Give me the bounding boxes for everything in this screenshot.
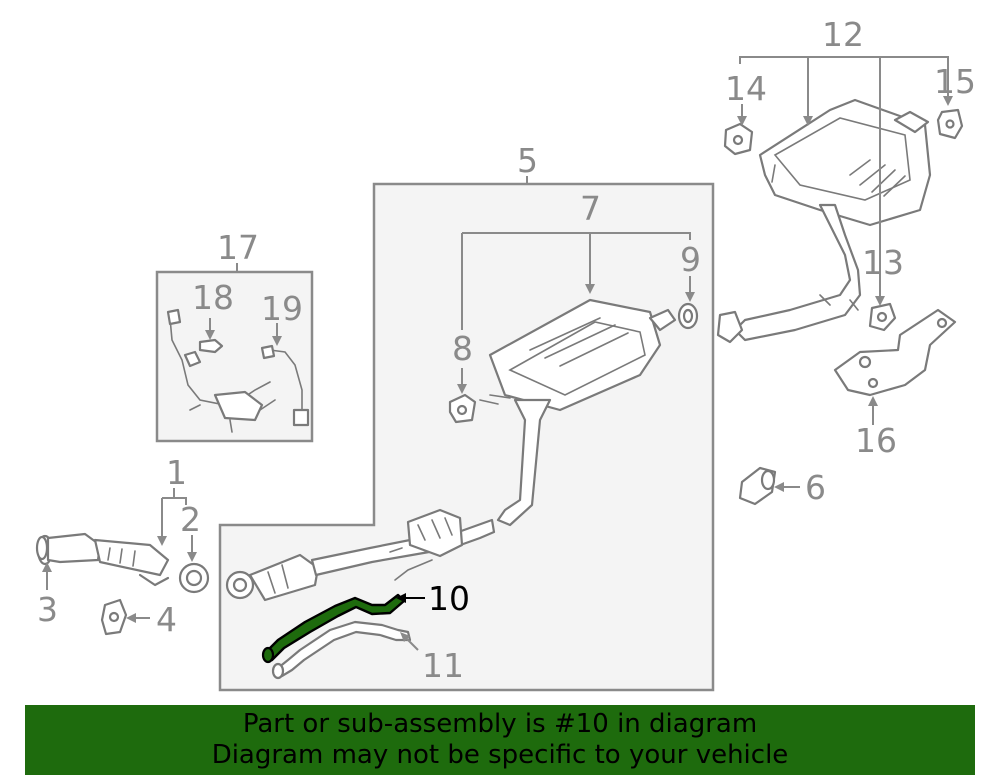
hanger-part-4[interactable] <box>100 598 128 636</box>
callout-16: 16 <box>855 421 897 460</box>
leader-lines <box>42 56 953 651</box>
notice-banner: Part or sub-assembly is #10 in diagram D… <box>25 705 975 775</box>
oxygen-sensor-part-19[interactable] <box>260 344 310 427</box>
callout-13: 13 <box>862 243 904 282</box>
callout-1: 1 <box>166 453 187 492</box>
callout-8: 8 <box>452 329 473 368</box>
callout-9: 9 <box>680 240 701 279</box>
hanger-part-14[interactable] <box>723 122 754 156</box>
pipe-part-11[interactable] <box>271 620 412 680</box>
callout-4: 4 <box>156 600 177 639</box>
oxygen-sensor-part-18[interactable] <box>198 338 224 354</box>
rear-muffler-part-12[interactable] <box>716 98 932 344</box>
sensor-harness-part-17[interactable] <box>166 308 276 433</box>
callout-6: 6 <box>805 468 826 507</box>
callout-18: 18 <box>192 278 234 317</box>
banner-line-2: Diagram may not be specific to your vehi… <box>211 740 789 770</box>
callout-2: 2 <box>180 500 201 539</box>
hanger-part-15[interactable] <box>936 108 964 140</box>
front-pipe-part-1[interactable] <box>36 532 170 587</box>
callout-14: 14 <box>725 69 767 108</box>
callout-10: 10 <box>428 579 470 618</box>
gasket-part-2[interactable] <box>178 562 210 594</box>
callout-11: 11 <box>422 646 464 685</box>
gasket-part-3[interactable] <box>35 535 49 561</box>
callout-7: 7 <box>580 189 601 228</box>
callout-15: 15 <box>934 62 976 101</box>
callout-3: 3 <box>37 590 58 629</box>
callout-5: 5 <box>517 141 538 180</box>
callout-12: 12 <box>822 15 864 54</box>
isolator-part-13[interactable] <box>868 302 897 332</box>
bracket-part-16[interactable] <box>833 308 957 397</box>
center-muffler-part-7[interactable] <box>479 298 677 527</box>
banner-line-1: Part or sub-assembly is #10 in diagram <box>242 709 758 739</box>
hanger-part-8[interactable] <box>448 393 477 424</box>
gasket-part-9[interactable] <box>677 302 699 330</box>
intermediate-pipe-assembly[interactable] <box>225 508 496 602</box>
clamp-part-6[interactable] <box>738 466 777 506</box>
callout-19: 19 <box>261 289 303 328</box>
callout-17: 17 <box>217 228 259 267</box>
